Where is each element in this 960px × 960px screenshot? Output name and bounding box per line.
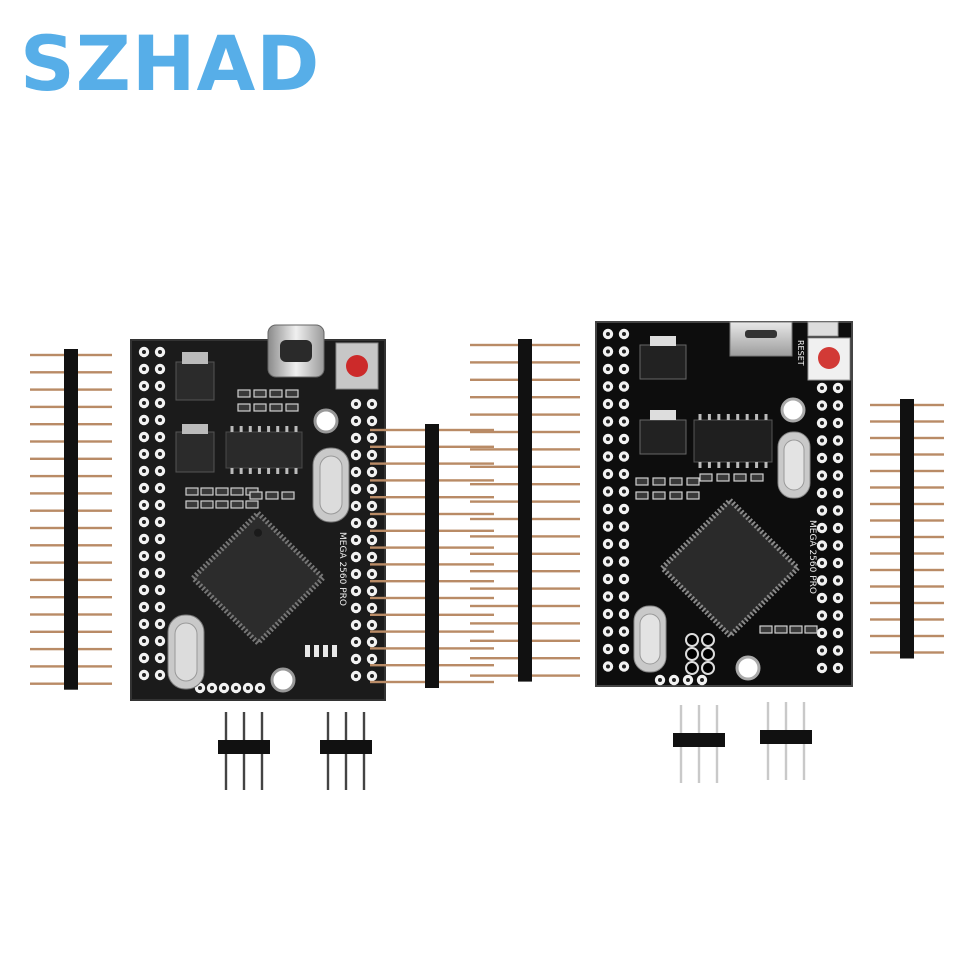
pin-header-3pin: [218, 712, 270, 790]
usb-serial-chip: [225, 431, 303, 469]
pad-row-right-inner: [816, 382, 828, 674]
pin-header-strip: [470, 339, 580, 682]
reset-label: RESET: [796, 340, 805, 366]
smd-components: [185, 389, 299, 509]
microcontroller-chip: [658, 496, 802, 640]
pin-header-3pin: [673, 705, 725, 783]
pad-row-right-outer: [832, 382, 844, 674]
brand-logo: SZHAD: [20, 19, 321, 108]
pin-header-3pin: [760, 702, 812, 780]
usb-serial-chip: [693, 419, 773, 463]
pad-row-left-inner: [618, 328, 630, 672]
pin-header-strip: [30, 349, 112, 690]
voltage-regulator: [175, 361, 215, 401]
board-label-right: MEGA 2560 PRO: [807, 520, 817, 594]
pin-header-3pin: [320, 712, 372, 790]
board-left: MEGA 2560 PRO: [130, 324, 386, 701]
board-right: RESET MEGA 2560 PRO: [595, 321, 853, 687]
pad-row-bottom: [194, 682, 266, 694]
mount-hole: [313, 408, 339, 434]
pad-row-left-inner: [154, 346, 166, 681]
pad-row-right-inner: [350, 398, 362, 682]
pin-header-strip: [370, 424, 494, 688]
pad-row-right-outer: [366, 398, 378, 682]
smd-components: [635, 473, 818, 634]
icsp-header-pads: [685, 633, 715, 675]
pin-headers: [30, 339, 944, 790]
pad-row-left-outer: [138, 346, 150, 681]
pin-header-strip: [870, 399, 944, 659]
micro-usb-connector: [729, 321, 793, 357]
mount-hole: [780, 397, 806, 423]
microcontroller-chip: [189, 509, 327, 647]
board-label-left: MEGA 2560 PRO: [337, 532, 347, 606]
pad-row-bottom: [654, 674, 708, 686]
pad-row-left-outer: [602, 328, 614, 672]
